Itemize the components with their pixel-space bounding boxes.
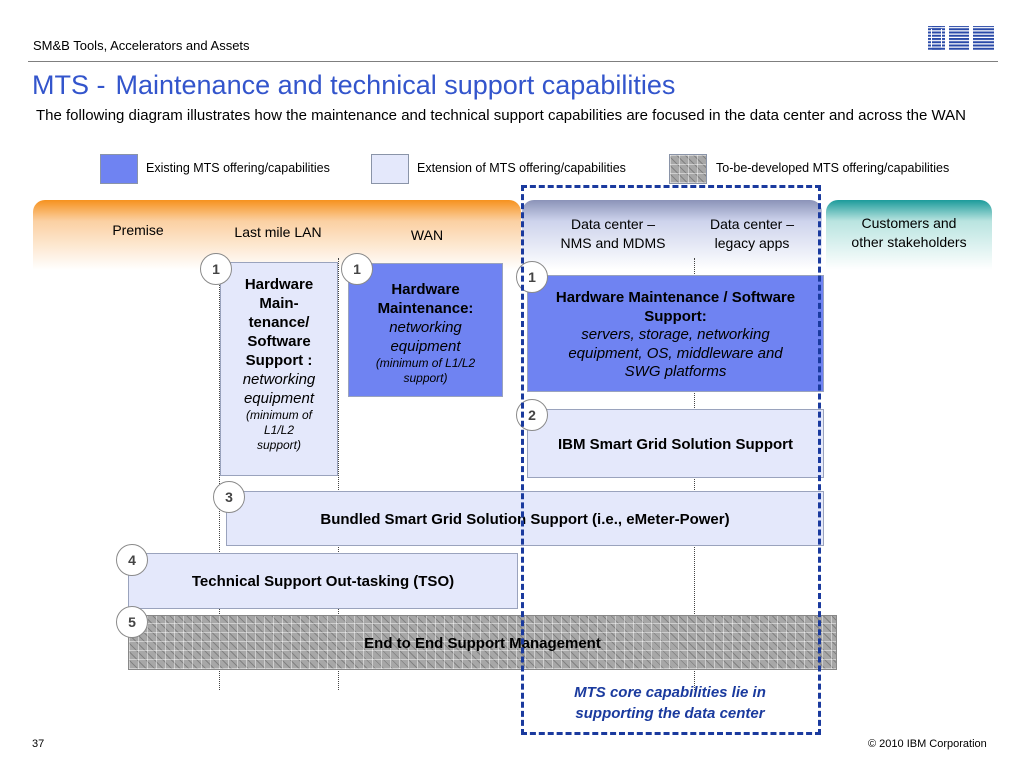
lan-line2: Main- (259, 295, 299, 312)
core-note-line1: MTS core capabilities lie in (574, 684, 766, 701)
intro-text: The following diagram illustrates how th… (36, 107, 966, 124)
legend-label-tbd: To-be-developed MTS offering/capabilitie… (716, 161, 950, 175)
header-divider (28, 61, 998, 62)
column-dc-nms-line1: Data center – (570, 216, 656, 232)
step-number-1-lan: 1 (200, 253, 232, 285)
lan-line5: Support : (245, 352, 313, 369)
box-bundled-smart-grid-support: Bundled Smart Grid Solution Support (i.e… (226, 491, 824, 546)
wan-small2: support) (403, 371, 448, 385)
dc-line2: Support: (644, 307, 707, 325)
page-number: 37 (32, 738, 45, 750)
step-number-5: 5 (116, 606, 148, 638)
legend-swatch-extension (371, 154, 409, 184)
column-dc-nms-line2: NMS and MDMS (560, 235, 666, 251)
lan-small1: (minimum of (245, 408, 312, 422)
data-center-focus-frame (521, 185, 821, 735)
data-center-band (522, 200, 822, 270)
lan-italic1: networking (242, 371, 316, 388)
column-customers-line1: Customers and (861, 215, 957, 231)
customers-band (826, 200, 992, 270)
lan-line1: Hardware (244, 276, 314, 293)
separator-premise-lan (219, 258, 220, 690)
bundled-label: Bundled Smart Grid Solution Support (i.e… (320, 511, 730, 528)
smart-grid-label: IBM Smart Grid Solution Support (558, 436, 793, 453)
column-customers: Customers and other stakeholders (830, 214, 988, 252)
box-dc-hardware-software-support: Hardware Maintenance / Software Support:… (527, 275, 824, 392)
lan-small3: support) (256, 438, 302, 452)
column-customers-line2: other stakeholders (851, 234, 967, 250)
title-main: Maintenance and technical support capabi… (115, 70, 676, 100)
box-lan-hardware-maintenance: Hardware Main- tenance/ Software Support… (220, 262, 338, 476)
title-prefix: MTS - (32, 70, 106, 100)
wan-italic2: equipment (390, 338, 461, 355)
core-capabilities-note: MTS core capabilities lie in supporting … (535, 682, 805, 724)
legend-swatch-tbd (669, 154, 707, 184)
lan-line3: tenance/ (248, 314, 310, 331)
page-title: MTS - Maintenance and technical support c… (32, 70, 675, 101)
column-dc-legacy-line2: legacy apps (714, 235, 790, 251)
column-last-mile-lan: Last mile LAN (234, 224, 322, 240)
lan-small2: L1/L2 (263, 423, 295, 437)
column-premise: Premise (112, 222, 164, 238)
header-breadcrumb: SM&B Tools, Accelerators and Assets (33, 38, 250, 53)
wan-line2: Maintenance: (377, 300, 474, 317)
box-technical-support-outtasking: Technical Support Out-tasking (TSO) (128, 553, 518, 609)
column-dc-legacy-line1: Data center – (709, 216, 795, 232)
column-data-center-nms: Data center – NMS and MDMS (540, 215, 686, 253)
lan-italic2: equipment (243, 390, 315, 407)
step-number-4: 4 (116, 544, 148, 576)
ibm-logo (928, 26, 994, 50)
dc-italic3: SWG platforms (624, 363, 727, 380)
dc-italic2: equipment, OS, middleware and (568, 344, 783, 362)
core-note-line2: supporting the data center (575, 705, 765, 722)
premise-band (33, 200, 521, 270)
dc-line1: Hardware Maintenance / Software (555, 289, 796, 306)
step-number-1-wan: 1 (341, 253, 373, 285)
wan-line1: Hardware (391, 281, 460, 298)
column-data-center-legacy: Data center – legacy apps (692, 215, 812, 253)
box-wan-hardware-maintenance: Hardware Maintenance: networking equipme… (348, 263, 503, 397)
box-end-to-end-support-management: End to End Support Management (128, 615, 837, 670)
step-number-3: 3 (213, 481, 245, 513)
legend-swatch-existing (100, 154, 138, 184)
separator-lan-wan (338, 258, 339, 690)
wan-italic1: networking (389, 319, 462, 336)
e2e-label: End to End Support Management (364, 635, 601, 652)
wan-small1: (minimum of L1/L2 (375, 356, 476, 370)
legend-label-extension: Extension of MTS offering/capabilities (417, 161, 626, 175)
box-smart-grid-solution-support: IBM Smart Grid Solution Support (527, 409, 824, 478)
legend-label-existing: Existing MTS offering/capabilities (146, 161, 330, 175)
copyright: © 2010 IBM Corporation (868, 738, 987, 750)
lan-line4: Software (247, 333, 311, 350)
column-wan: WAN (410, 227, 444, 243)
tso-label: Technical Support Out-tasking (TSO) (191, 573, 455, 590)
dc-italic1: servers, storage, networking (581, 326, 770, 343)
